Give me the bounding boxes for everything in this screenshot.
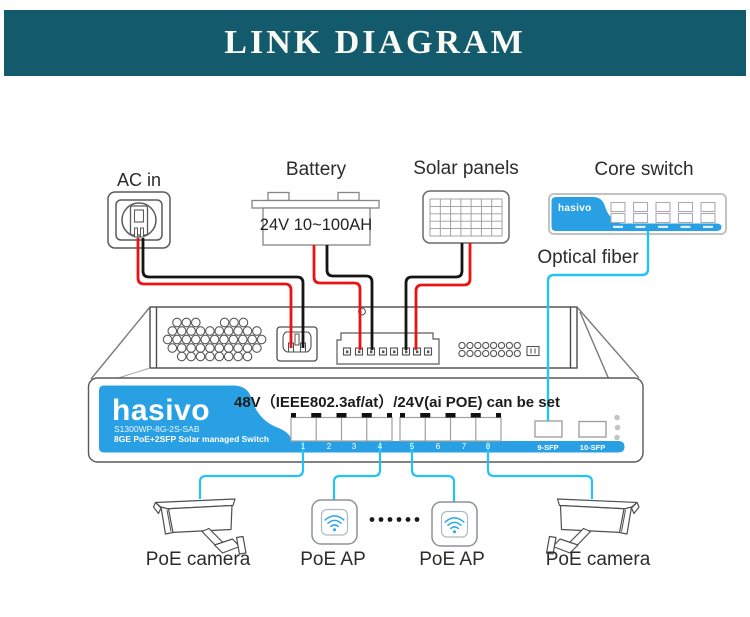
core-switch-icon <box>548 193 727 235</box>
vent-holes <box>162 317 267 362</box>
front-led-dots <box>614 414 621 441</box>
label-battery: Battery <box>285 159 347 180</box>
poe-ap-icon-right <box>431 501 478 547</box>
poe-camera-icon-left <box>152 498 247 555</box>
sfp-port-9 <box>534 420 563 438</box>
ac-wire-red <box>136 238 293 348</box>
power-wires <box>136 238 472 350</box>
optical-fiber-line <box>546 231 650 421</box>
port-number-8: 8 <box>485 442 491 451</box>
poe-drop-cables <box>198 441 594 503</box>
cable-port8-camera <box>486 441 594 499</box>
switch-front-panel <box>87 377 644 463</box>
page-title: LINK DIAGRAM <box>224 24 526 61</box>
port-number-6: 6 <box>435 442 441 451</box>
battery-wire-black <box>325 245 374 350</box>
banner: LINK DIAGRAM <box>4 10 746 76</box>
poe-camera-icon-right <box>545 498 640 555</box>
cable-port5-ap <box>410 441 456 503</box>
label-ac-in: AC in <box>116 170 162 190</box>
poe-ap-icon-left <box>311 499 358 545</box>
poe-voltage-note: 48V（IEEE802.3af/at）/24V(ai POE) can be s… <box>234 394 560 411</box>
rj45-ports-5-8 <box>399 413 502 442</box>
port-number-1: 1 <box>300 442 306 451</box>
switch-model: S1300WP-8G-2S-SAB <box>114 424 200 434</box>
port-number-2: 2 <box>326 442 332 451</box>
cable-port4-ap <box>332 441 382 501</box>
label-optical-fiber: Optical fiber <box>537 247 639 268</box>
switch-subtitle: 8GE PoE+2SFP Solar managed Switch <box>114 434 270 444</box>
wifi-icon <box>324 515 345 532</box>
power-inlet <box>276 326 318 362</box>
battery-icon <box>251 191 380 246</box>
core-switch-brand: hasivo <box>558 203 592 214</box>
label-poe-camera-right: PoE camera <box>545 549 651 570</box>
ellipsis-dots <box>369 517 420 522</box>
port-number-4: 4 <box>377 442 383 451</box>
front-blue-panel <box>99 385 625 453</box>
rear-indicator-holes <box>458 341 540 358</box>
solar-panel-icon <box>422 190 510 244</box>
port-label-10-sfp: 10-SFP <box>579 442 606 452</box>
port-number-5: 5 <box>409 442 415 451</box>
label-core-switch: Core switch <box>594 159 694 180</box>
switch-brand-logo: hasivo <box>112 394 211 427</box>
terminal-block <box>336 332 440 365</box>
label-solar-panels: Solar panels <box>413 158 519 179</box>
core-switch-blue-panel <box>551 197 722 231</box>
battery-capacity: 24V 10~100AH <box>259 216 373 234</box>
ac-outlet-icon <box>107 191 171 249</box>
label-poe-camera-left: PoE camera <box>145 549 251 570</box>
port-number-3: 3 <box>351 442 357 451</box>
solar-wire-red <box>414 243 472 350</box>
ac-wire-black <box>141 238 305 348</box>
label-poe-ap-left: PoE AP <box>300 549 366 570</box>
battery-wire-red <box>312 245 362 350</box>
solar-wire-black <box>404 243 464 350</box>
wifi-icon <box>444 517 465 534</box>
port-label-9-sfp: 9-SFP <box>537 442 559 452</box>
sfp-port-10 <box>578 420 607 438</box>
rj45-ports-1-4 <box>290 413 393 442</box>
label-poe-ap-right: PoE AP <box>419 549 485 570</box>
cable-port1-camera <box>198 441 305 499</box>
port-number-7: 7 <box>461 442 467 451</box>
